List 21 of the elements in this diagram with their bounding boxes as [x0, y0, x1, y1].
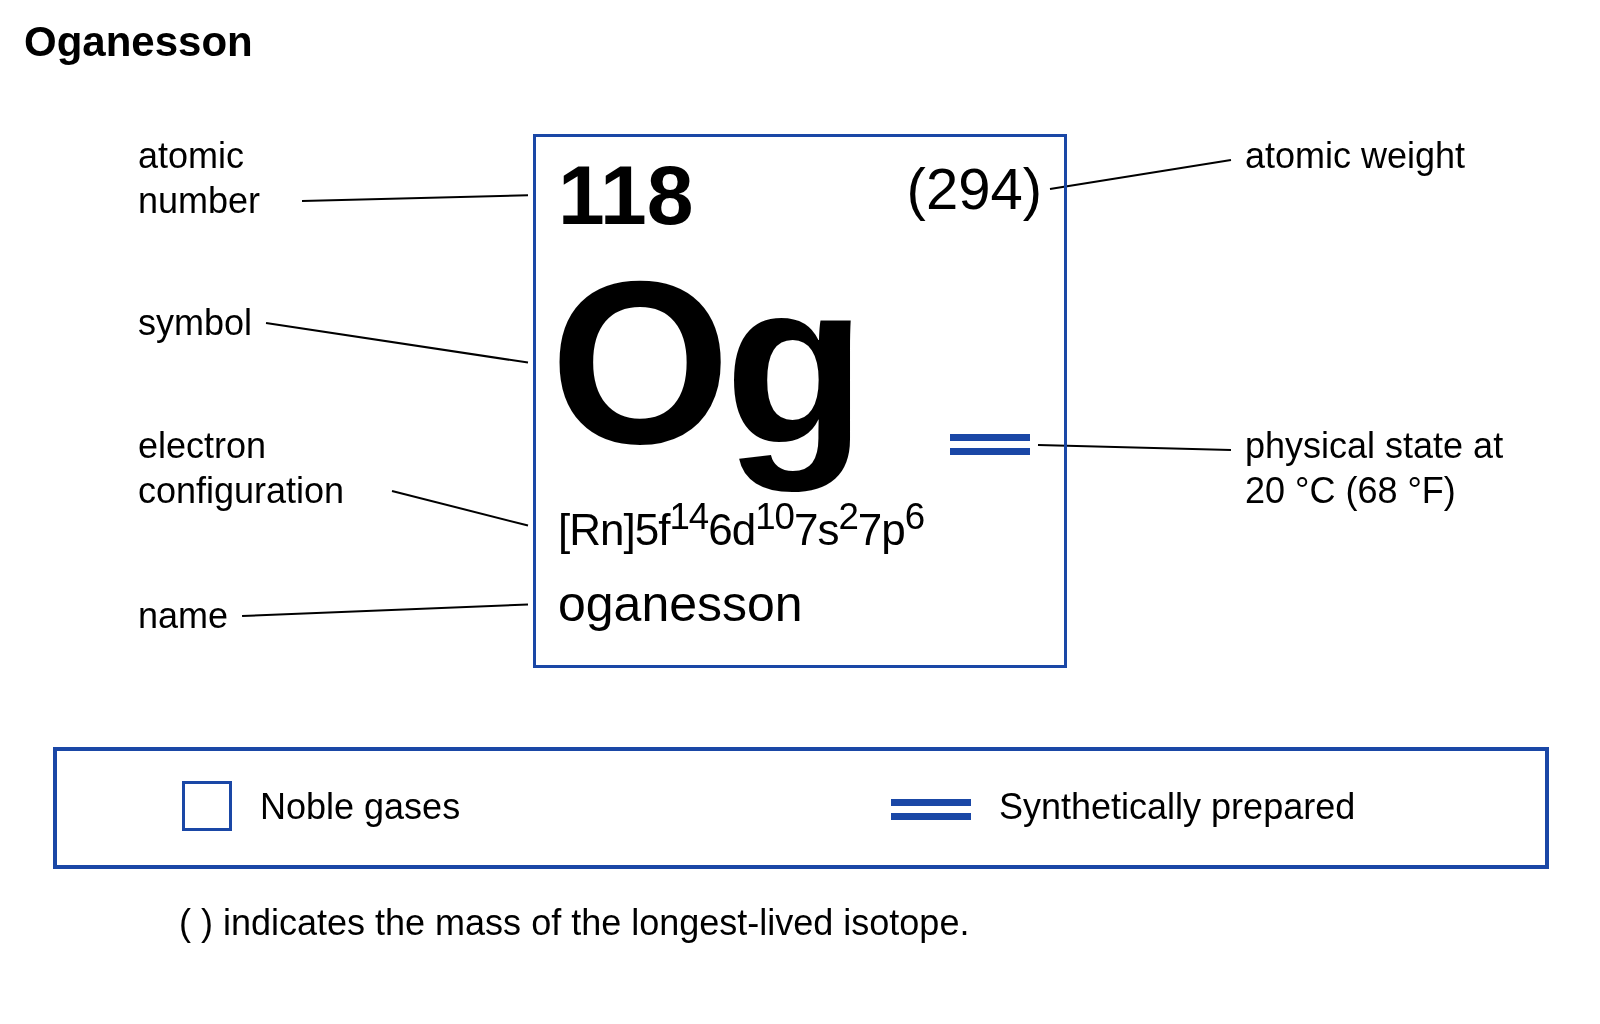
- callout-label: name: [138, 593, 229, 638]
- leader-line: [1049, 159, 1232, 190]
- leader-line: [301, 194, 529, 202]
- leader-line: [241, 603, 529, 617]
- caption: ( ) indicates the mass of the longest-lived isotope.: [179, 902, 970, 944]
- element-name: oganesson: [558, 577, 803, 632]
- callout-label: atomic number: [138, 133, 288, 223]
- leader-line: [265, 322, 529, 364]
- callout-label: symbol: [138, 300, 253, 345]
- callout-label: electron configuration: [138, 423, 378, 513]
- double-bar-icon: [950, 434, 1030, 456]
- leader-line: [391, 490, 529, 527]
- legend-label: Noble gases: [260, 785, 461, 829]
- leader-line: [1037, 444, 1232, 451]
- electron-configuration: [Rn]5f$^{14}$6d$^{10}$7s$^{2}$7p$^{6}$: [558, 497, 925, 555]
- atomic-weight: (294): [906, 157, 1042, 221]
- element-tile: [533, 134, 1067, 668]
- page-title: Oganesson: [24, 18, 253, 66]
- legend-label: Synthetically prepared: [999, 785, 1356, 829]
- callout-label: atomic weight: [1245, 133, 1466, 178]
- callout-label: physical state at 20 °C (68 °F): [1245, 423, 1515, 513]
